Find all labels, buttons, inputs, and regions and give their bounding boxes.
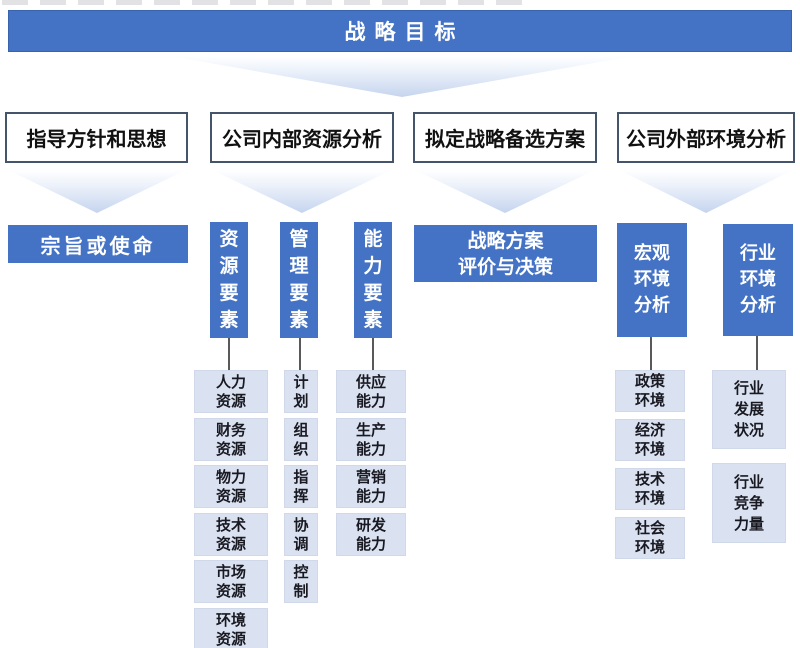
- col-header-resource-elements: 资 源 要 素: [210, 222, 248, 338]
- strategic-goal-banner: 战略目标: [8, 10, 792, 52]
- list-item: 人力 资源: [194, 370, 268, 413]
- list-item: 社会 环境: [615, 517, 685, 559]
- cropped-top-remnant: [2, 0, 532, 5]
- list-item: 协 调: [284, 513, 318, 556]
- down-arrow-icon: [415, 170, 595, 213]
- down-arrow-icon: [212, 170, 392, 213]
- down-arrow-icon: [8, 170, 186, 213]
- list-item: 营销 能力: [336, 465, 406, 508]
- list-item: 技术 资源: [194, 513, 268, 556]
- box-external-environment-analysis: 公司外部环境分析: [617, 112, 795, 163]
- list-item: 供应 能力: [336, 370, 406, 413]
- box-strategy-evaluation-decision: 战略方案 评价与决策: [414, 225, 597, 282]
- col-header-industry-environment: 行业 环境 分析: [723, 224, 793, 336]
- col-header-capability-elements: 能 力 要 素: [354, 222, 392, 338]
- list-item: 计 划: [284, 370, 318, 413]
- connector-line: [372, 338, 374, 370]
- box-draft-strategy-alternatives: 拟定战略备选方案: [413, 112, 597, 163]
- list-item: 环境 资源: [194, 608, 268, 648]
- list-item: 政策 环境: [615, 370, 685, 412]
- box-guiding-principles: 指导方针和思想: [5, 112, 188, 163]
- list-item: 财务 资源: [194, 418, 268, 461]
- list-item: 生产 能力: [336, 418, 406, 461]
- connector-line: [299, 338, 301, 370]
- big-down-arrow-icon: [170, 56, 634, 97]
- list-item: 经济 环境: [615, 419, 685, 461]
- list-item: 行业 发展 状况: [712, 370, 786, 449]
- list-item: 研发 能力: [336, 513, 406, 556]
- list-item: 控 制: [284, 560, 318, 603]
- down-arrow-icon: [619, 170, 793, 213]
- list-item: 组 织: [284, 418, 318, 461]
- list-item: 物力 资源: [194, 465, 268, 508]
- connector-line: [756, 336, 758, 370]
- list-item: 行业 竞争 力量: [712, 463, 786, 543]
- connector-line: [650, 337, 652, 370]
- connector-line: [228, 338, 230, 370]
- box-internal-resource-analysis: 公司内部资源分析: [210, 112, 394, 163]
- list-item: 指 挥: [284, 465, 318, 508]
- box-mission: 宗旨或使命: [8, 225, 188, 263]
- list-item: 市场 资源: [194, 560, 268, 603]
- col-header-macro-environment: 宏观 环境 分析: [617, 223, 687, 337]
- col-header-management-elements: 管 理 要 素: [280, 222, 318, 338]
- list-item: 技术 环境: [615, 468, 685, 510]
